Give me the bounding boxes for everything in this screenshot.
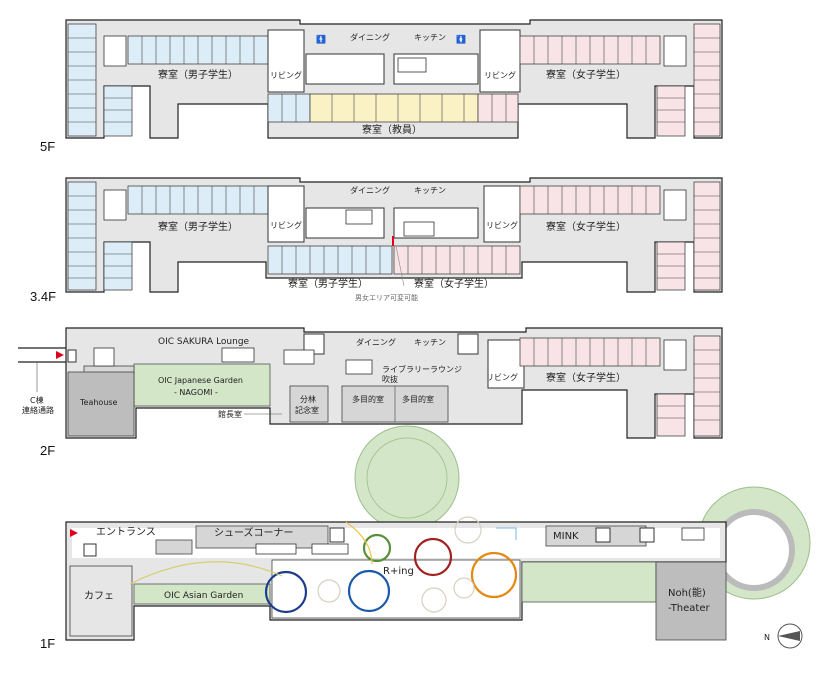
entrance-marker-icon: [70, 529, 78, 537]
room-kitchen: キッチン: [414, 186, 446, 195]
room-living: リビング: [486, 372, 518, 382]
entrance-marker-icon: [56, 351, 64, 359]
room-living: リビング: [484, 70, 516, 80]
room-kitchen: キッチン: [414, 338, 446, 347]
room-dining: ダイニング: [350, 185, 390, 195]
room-noh-theater: Noh(能): [668, 586, 706, 599]
room-dining: ダイニング: [356, 337, 396, 347]
room-dorm-male: 寮室（男子学生）: [158, 68, 238, 81]
room-dining: ダイニング: [350, 32, 390, 42]
room-dorm-male: 寮室（男子学生）: [158, 220, 238, 233]
room-living: リビング: [270, 70, 302, 80]
room-teahouse: Teahouse: [79, 398, 118, 407]
room-living: リビング: [486, 220, 518, 230]
room-dorm-female: 寮室（女子学生）: [546, 220, 626, 233]
north-arrow-icon: [778, 631, 800, 641]
room-dorm-female: 寮室（女子学生）: [546, 68, 626, 81]
room-living: リビング: [270, 220, 302, 230]
room-memorial: 分林: [300, 394, 316, 404]
toilet-icon: 🚹: [316, 34, 326, 44]
room-memorial-sub: 記念室: [295, 405, 319, 415]
note-flexible-area: 男女エリア可変可能: [355, 293, 418, 302]
room-kitchen: キッチン: [414, 33, 446, 42]
room-noh-theater-sub: -Theater: [668, 603, 710, 614]
floor-label-2f: 2F: [40, 443, 55, 458]
room-japanese-garden-sub: - NAGOMI -: [174, 388, 218, 397]
room-dorm-staff: 寮室（教員）: [362, 123, 422, 136]
room-sakura-lounge: OIC SAKURA Lounge: [158, 337, 250, 347]
room-entrance: エントランス: [96, 526, 156, 538]
room-ring: R+ing: [383, 566, 414, 577]
room-cafe: カフェ: [84, 590, 114, 602]
room-library-lounge: ライブラリーラウンジ: [382, 364, 462, 374]
floor-label-5f: 5F: [40, 139, 55, 154]
room-atrium: 吹抜: [382, 374, 398, 384]
floor-34f: 寮室（男子学生） 寮室（女子学生） 寮室（男子学生） 寮室（女子学生） ダイニン…: [30, 177, 723, 304]
room-dorm-female: 寮室（女子学生）: [414, 277, 494, 290]
tree-canopy-icon: [354, 425, 460, 531]
compass-label: N: [764, 633, 770, 642]
floor-1f: エントランス シューズコーナー カフェ OIC Asian Garden R+i…: [40, 425, 811, 651]
floor-label-34f: 3.4F: [30, 289, 56, 304]
toilet-icon: 🚺: [456, 34, 466, 44]
floor-2f: OIC SAKURA Lounge OIC Japanese Garden - …: [18, 327, 723, 458]
room-shoes-corner: シューズコーナー: [214, 526, 294, 539]
room-multipurpose: 多目的室: [352, 394, 384, 404]
room-asian-garden: OIC Asian Garden: [164, 591, 243, 601]
room-dorm-female: 寮室（女子学生）: [546, 371, 626, 384]
room-dorm-male: 寮室（男子学生）: [288, 277, 368, 290]
passage-label: C棟: [30, 395, 44, 405]
compass: N: [764, 623, 803, 649]
room-multipurpose: 多目的室: [402, 394, 434, 404]
floor-label-1f: 1F: [40, 636, 55, 651]
passage-label-sub: 連絡通路: [22, 405, 54, 415]
room-mink: MINK: [553, 531, 579, 542]
room-japanese-garden: OIC Japanese Garden: [158, 376, 243, 385]
room-director: 館長室: [218, 409, 242, 419]
floor-5f: 🚹 🚺 寮室（男子学生） 寮室（女子学生） 寮室（教員） ダイニング キッチン …: [40, 19, 723, 154]
